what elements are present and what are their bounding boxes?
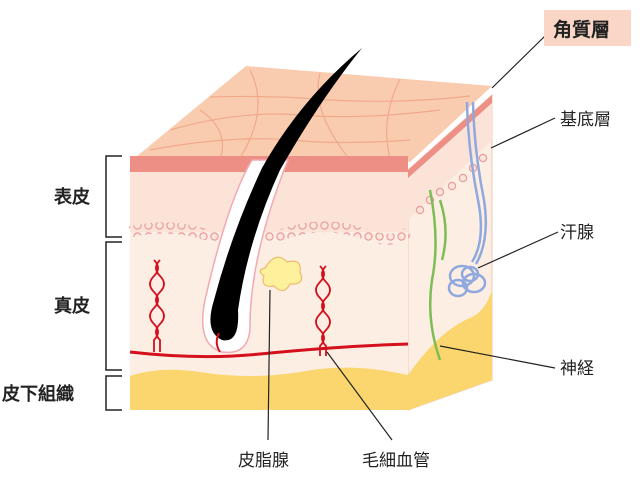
capillaries — [129, 259, 409, 359]
hair-shaft — [210, 48, 362, 341]
label-nerve: 神経 — [560, 359, 594, 379]
nerve — [428, 189, 447, 361]
sebaceous-gland — [259, 256, 303, 292]
label-basal-layer: 基底層 — [560, 110, 611, 130]
hair-follicle — [201, 48, 362, 354]
label-epidermis: 表皮 — [54, 186, 90, 208]
label-sebaceous-gland: 皮脂腺 — [238, 451, 289, 471]
blood-vessel-main — [129, 342, 409, 359]
label-stratum-corneum: 角質層 — [553, 18, 610, 41]
basal-layer-cells — [128, 221, 412, 246]
label-sweat-gland: 汗腺 — [560, 223, 594, 243]
stratum-corneum-highlight — [544, 10, 631, 46]
sweat-gland — [447, 101, 488, 298]
label-capillary: 毛細血管 — [362, 451, 430, 471]
label-dermis: 真皮 — [54, 295, 90, 317]
block-right-face — [407, 93, 493, 411]
layer-brackets — [105, 155, 122, 411]
leader-lines — [267, 35, 559, 441]
label-subcutaneous: 皮下組織 — [2, 383, 74, 405]
